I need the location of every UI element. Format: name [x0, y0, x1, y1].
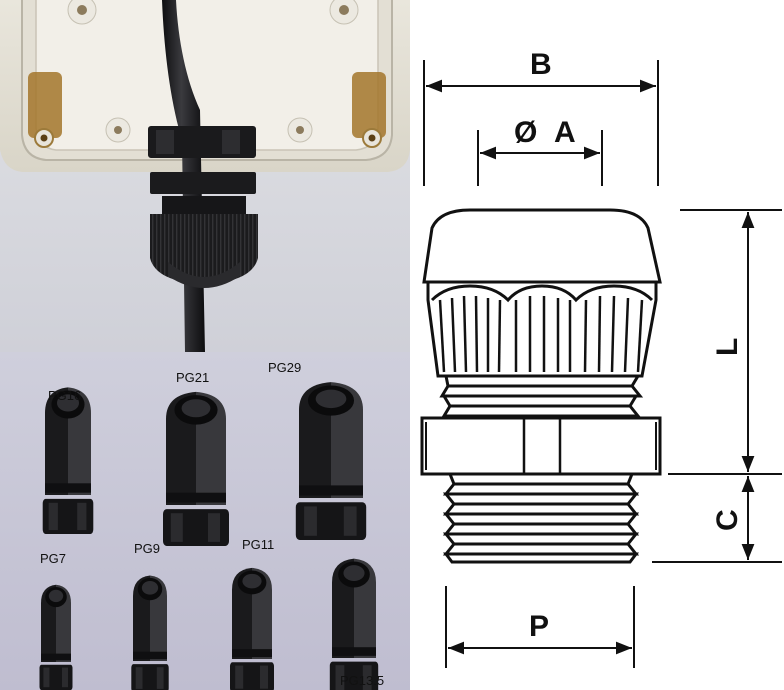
corner-post [352, 72, 386, 138]
enclosure-photo [0, 0, 410, 352]
screw-boss [287, 117, 313, 143]
corner-post [28, 72, 62, 138]
gland-pg29: PG29 [268, 360, 367, 540]
dome-cap-outline [422, 208, 662, 284]
gland-label: PG9 [134, 541, 160, 556]
dim-label-l: L [711, 338, 744, 356]
gland-pg11: PG11 [230, 537, 274, 690]
gland-label: PG13.5 [340, 673, 384, 688]
screw-boss [105, 117, 131, 143]
diameter-symbol: Ø [514, 116, 537, 149]
gland-pg7: PG7 [39, 551, 73, 690]
dimension-diagram: B Ø A L C P [420, 48, 782, 668]
gland-label: PG16 [48, 388, 81, 403]
ribbed-body-outline [426, 280, 658, 378]
gland-label: PG29 [268, 360, 301, 375]
gland-label: PG21 [176, 370, 209, 385]
gland-label: PG7 [40, 551, 66, 566]
gland-sizes-photo: PG16 PG21 PG29 PG7 PG9 PG11 PG13.5 [0, 352, 410, 690]
dim-label-c: C [711, 509, 744, 531]
gland-body [150, 172, 256, 194]
gland-dome-cap [150, 214, 258, 284]
gland-label: PG11 [242, 537, 274, 552]
screw-boss [329, 0, 359, 25]
screw-boss [67, 0, 97, 25]
gland-pg13-5: PG13.5 [329, 558, 384, 690]
thread-outline [442, 472, 640, 564]
hex-nut-outline [420, 416, 662, 476]
dim-label-p: P [529, 610, 549, 643]
gland-pg16: PG16 [42, 387, 94, 534]
gland-pg9: PG9 [131, 541, 169, 690]
dim-label-a: A [554, 116, 576, 149]
gland-pg21: PG21 [163, 370, 229, 546]
gland-drawing [420, 208, 662, 564]
dim-label-b: B [530, 48, 552, 81]
